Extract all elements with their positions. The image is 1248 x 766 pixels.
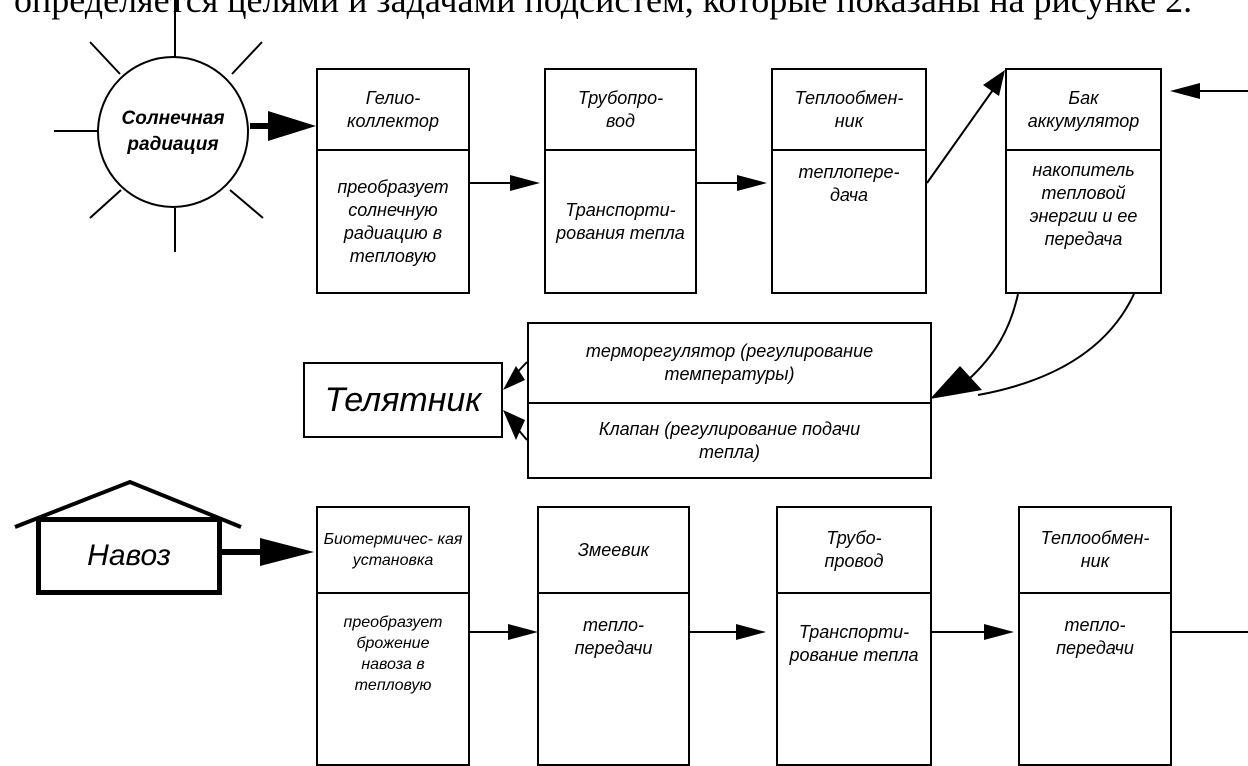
valve-text: Клапан (регулирование подачи тепла): [598, 418, 861, 462]
box-title: Трубо- провод: [824, 528, 884, 571]
regulator-box: терморегулятор (регулирование температур…: [527, 322, 932, 479]
box-body: тепло- передачи: [1056, 615, 1134, 658]
box-body: теплопере- дача: [798, 162, 900, 205]
page-heading: определяется целями и задачами подсистем…: [14, 0, 1193, 20]
box-title: Теплообмен- ник: [1040, 528, 1150, 571]
storage-tank-box: Бак аккумулятор накопитель тепловой энер…: [1005, 68, 1162, 294]
box-title: Трубопро- вод: [577, 87, 664, 131]
heat-exchanger-box: Теплообмен- ник теплопере- дача: [771, 68, 927, 294]
solar-collector-box: Гелио- коллектор преобразует солнечную р…: [316, 68, 470, 294]
box-body: накопитель тепловой энергии и ее передач…: [1029, 160, 1138, 249]
box-title: Теплообмен- ник: [794, 87, 904, 131]
box-body: тепло- передачи: [574, 615, 653, 658]
barn-label: Телятник: [324, 380, 482, 419]
bottom-pipeline-box: Трубо- провод Транспорти- рование тепла: [776, 506, 932, 766]
manure-label: Навоз: [87, 539, 171, 572]
box-title: Биотермичес- кая установка: [323, 531, 463, 569]
box-body: Транспорти- рование тепла: [789, 622, 919, 665]
box-body: преобразует солнечную радиацию в теплову…: [337, 176, 449, 266]
manure-box: Навоз: [36, 517, 222, 595]
box-title: Гелио- коллектор: [347, 87, 439, 131]
box-body: преобразует брожение навоза в тепловую: [343, 614, 443, 694]
barn-box: Телятник: [303, 362, 503, 438]
box-title: Змеевик: [577, 539, 650, 560]
box-title: Бак аккумулятор: [1027, 87, 1140, 131]
coil-box: Змеевик тепло- передачи: [537, 506, 690, 766]
box-body: Транспорти- рования тепла: [556, 199, 685, 243]
bottom-heat-exchanger-box: Теплообмен- ник тепло- передачи: [1018, 506, 1172, 766]
solar-radiation-circle: Солнечная радиация: [97, 56, 249, 208]
thermoregulator-text: терморегулятор (регулирование температур…: [585, 341, 874, 384]
biothermal-unit-box: Биотермичес- кая установка преобразует б…: [316, 506, 470, 766]
solar-radiation-label: Солнечная радиация: [121, 108, 225, 155]
pipeline-box: Трубопро- вод Транспорти- рования тепла: [544, 68, 697, 294]
